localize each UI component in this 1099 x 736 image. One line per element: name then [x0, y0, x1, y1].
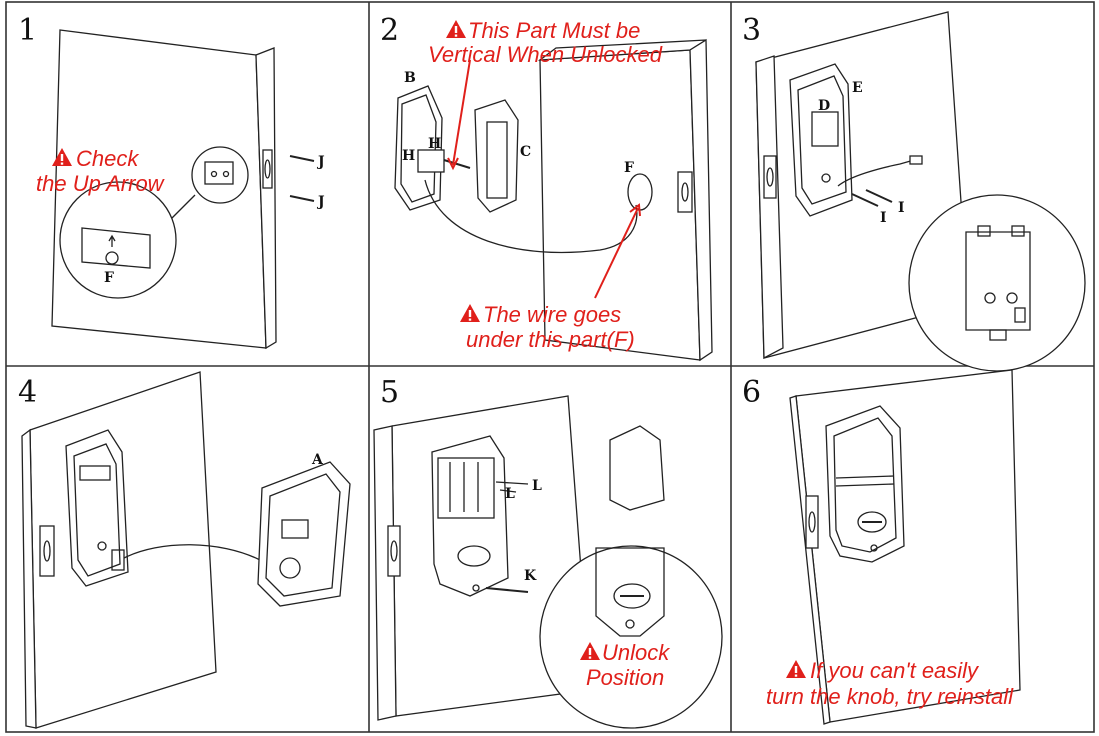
label-j: J [316, 194, 325, 210]
label-i: I [880, 210, 887, 226]
door [537, 38, 713, 362]
panel-step-2: 2 B C H H F This Part Must be [380, 13, 713, 362]
screws-j [289, 155, 315, 202]
note-wire: under this part(F) [466, 327, 635, 352]
warning-icon [786, 660, 806, 678]
note-wire: The wire goes [483, 302, 621, 327]
label-b: B [404, 70, 416, 86]
interior-lock-body [431, 435, 509, 597]
step-number: 5 [380, 375, 399, 410]
interior-mounting-plate [65, 429, 129, 587]
interior-lock-a [257, 461, 351, 607]
step-number: 3 [742, 13, 761, 48]
interior-mounting-plate [789, 63, 853, 217]
step-number: 6 [742, 375, 761, 410]
warning-icon [446, 20, 466, 38]
warning-icon [460, 304, 480, 322]
label-k: K [524, 568, 537, 584]
wire [837, 159, 915, 187]
label-j: J [316, 154, 325, 170]
note-unlock: Unlock [602, 640, 670, 665]
panel-step-6: 6 If you can't easily turn the knob, try… [742, 369, 1021, 725]
panel-step-5: 5 L L K [373, 375, 723, 729]
note-unlock: Position [586, 665, 664, 690]
panel-grid [5, 1, 1095, 733]
pointer-arrow [452, 59, 471, 166]
note-reinstall: turn the knob, try reinstall [766, 684, 1014, 709]
step-number: 4 [18, 375, 37, 410]
panel-step-3: 3 D E I I [742, 11, 1086, 372]
panel-step-4: 4 A [18, 371, 351, 729]
installed-lock [825, 405, 905, 563]
battery-cover [609, 425, 665, 511]
exterior-lock-b [394, 85, 471, 211]
note-vertical: This Part Must be [468, 18, 640, 43]
wire [123, 544, 261, 561]
note-vertical: Vertical When Unlocked [428, 42, 663, 67]
wire [424, 179, 638, 254]
note-up-arrow: the Up Arrow [36, 171, 166, 196]
label-e: E [852, 80, 863, 96]
panel-step-1: 1 J J F Check the Up Arrow [18, 13, 325, 350]
gasket-c [474, 99, 519, 213]
detail-magnifier [539, 545, 723, 729]
pointer-arrow [594, 207, 639, 299]
label-f: F [104, 270, 114, 286]
note-reinstall: If you can't easily [810, 658, 980, 683]
label-d: D [818, 98, 830, 114]
screws-i [851, 189, 893, 207]
step-number: 2 [380, 13, 399, 48]
label-l: L [532, 478, 542, 494]
label-l: L [505, 486, 515, 502]
detail-magnifier [908, 194, 1086, 372]
label-i: I [898, 200, 905, 216]
note-check: Check [76, 146, 139, 171]
label-h: H [428, 136, 441, 152]
label-c: C [520, 144, 531, 160]
detail-magnifier [59, 146, 249, 299]
label-f: F [624, 160, 634, 176]
step-number: 1 [18, 13, 37, 48]
label-a: A [311, 452, 324, 468]
label-h: H [402, 148, 415, 164]
